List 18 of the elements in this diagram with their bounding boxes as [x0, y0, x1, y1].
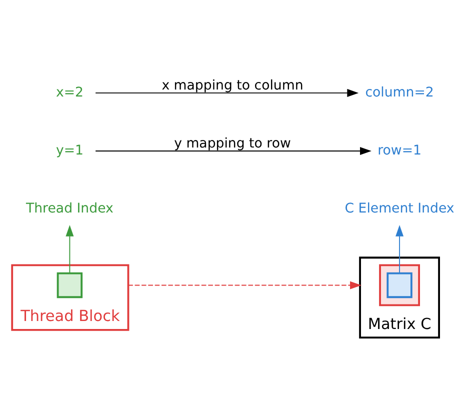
arrow	[66, 224, 74, 274]
node-text: x=2	[56, 84, 84, 100]
node-text: row=1	[378, 143, 422, 158]
cluster: Thread Block	[11, 264, 130, 330]
arrow	[128, 280, 362, 289]
cluster: Matrix C	[359, 256, 440, 338]
node-text: y=1	[56, 143, 84, 158]
node-box	[56, 272, 83, 298]
edge-label: x mapping to column	[162, 78, 304, 93]
node-text: Thread Index	[26, 201, 114, 216]
node-box	[386, 272, 412, 298]
arrow	[95, 88, 359, 96]
node-text: C Element Index	[344, 201, 454, 216]
arrow	[396, 224, 404, 274]
edge-label: y mapping to row	[174, 136, 291, 151]
node-text: column=2	[365, 84, 434, 100]
cluster	[379, 264, 420, 306]
arrow	[95, 146, 372, 154]
